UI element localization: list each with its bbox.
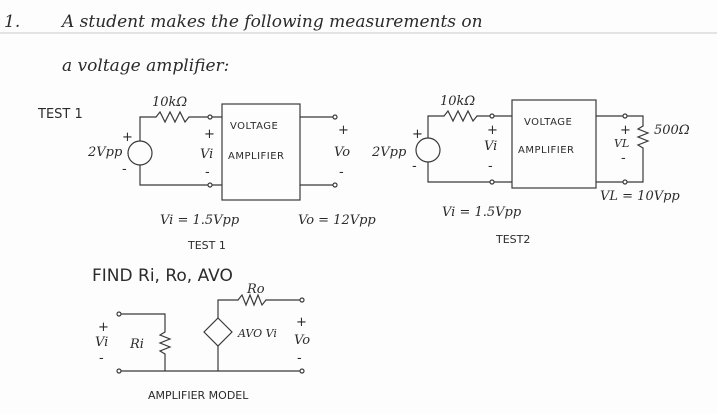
model-vi-label: Vi bbox=[95, 335, 109, 350]
test2-amplifier-line2: AMPLIFIER bbox=[518, 145, 575, 156]
test2-resistor-label: 10kΩ bbox=[440, 94, 476, 109]
model-ro-label: Ro bbox=[247, 282, 265, 297]
test1-vi-minus: - bbox=[205, 165, 210, 180]
test2-load-label: 500Ω bbox=[654, 123, 690, 138]
model-circuit bbox=[116, 293, 305, 374]
test2-amplifier-box bbox=[511, 99, 597, 189]
test2-vi-minus: - bbox=[488, 159, 493, 174]
test1-amplifier-line2: AMPLIFIER bbox=[228, 151, 285, 162]
test1-label: TEST 1 bbox=[38, 107, 83, 122]
test2-caption: TEST2 bbox=[496, 233, 531, 246]
test2-amplifier-line1: VOLTAGE bbox=[524, 117, 573, 128]
model-vo-minus: - bbox=[297, 351, 302, 366]
test2-vl-measurement: VL = 10Vpp bbox=[600, 189, 680, 204]
model-ri-symbol bbox=[158, 331, 172, 355]
test2-vi-label: Vi bbox=[484, 139, 498, 154]
problem-statement-line2: a voltage amplifier: bbox=[62, 56, 230, 76]
test2-vl-plus: + bbox=[620, 123, 631, 138]
model-ro-symbol bbox=[237, 293, 267, 307]
model-source-label: AVO Vi bbox=[238, 327, 277, 340]
test2-vl-label: VL bbox=[614, 137, 630, 150]
test2-load-resistor-symbol bbox=[636, 125, 650, 149]
test2-circuit bbox=[415, 99, 650, 189]
test1-vi-plus: + bbox=[204, 127, 215, 142]
model-vi-plus: + bbox=[98, 320, 109, 335]
test2-source-label: 2Vpp bbox=[372, 145, 407, 160]
model-ri-label: Ri bbox=[130, 337, 144, 352]
test1-vi-measurement: Vi = 1.5Vpp bbox=[160, 213, 240, 228]
test1-amplifier-box bbox=[221, 103, 301, 201]
model-dependent-source-symbol bbox=[203, 317, 233, 347]
test1-vo-label: Vo bbox=[334, 145, 351, 160]
model-vi-minus: - bbox=[99, 351, 104, 366]
test1-source-label: 2Vpp bbox=[88, 145, 123, 160]
test2-source-minus: - bbox=[412, 159, 417, 174]
test1-source-plus: + bbox=[122, 130, 133, 145]
model-vo-label: Vo bbox=[294, 333, 311, 348]
test1-vo-plus: + bbox=[338, 123, 349, 138]
test2-vi-plus: + bbox=[487, 123, 498, 138]
test2-source-plus: + bbox=[412, 127, 423, 142]
model-vo-plus: + bbox=[296, 315, 307, 330]
test1-vo-minus: - bbox=[339, 165, 344, 180]
test1-vo-measurement: Vo = 12Vpp bbox=[298, 213, 376, 228]
test1-caption: TEST 1 bbox=[188, 239, 226, 252]
test1-vi-label: Vi bbox=[200, 147, 214, 162]
test1-resistor-label: 10kΩ bbox=[152, 95, 188, 110]
test2-vi-measurement: Vi = 1.5Vpp bbox=[442, 205, 522, 220]
test1-amplifier-line1: VOLTAGE bbox=[230, 121, 279, 132]
model-caption: AMPLIFIER MODEL bbox=[148, 389, 249, 402]
test1-source-minus: - bbox=[122, 162, 127, 177]
problem-number: 1. bbox=[4, 12, 21, 32]
task-text: FIND Ri, Ro, AVO bbox=[92, 266, 233, 286]
test1-circuit bbox=[127, 103, 338, 201]
test2-resistor-symbol bbox=[443, 109, 478, 123]
problem-statement-line1: A student makes the following measuremen… bbox=[62, 12, 483, 32]
test2-vl-minus: - bbox=[621, 151, 626, 166]
test1-resistor-symbol bbox=[155, 110, 190, 124]
